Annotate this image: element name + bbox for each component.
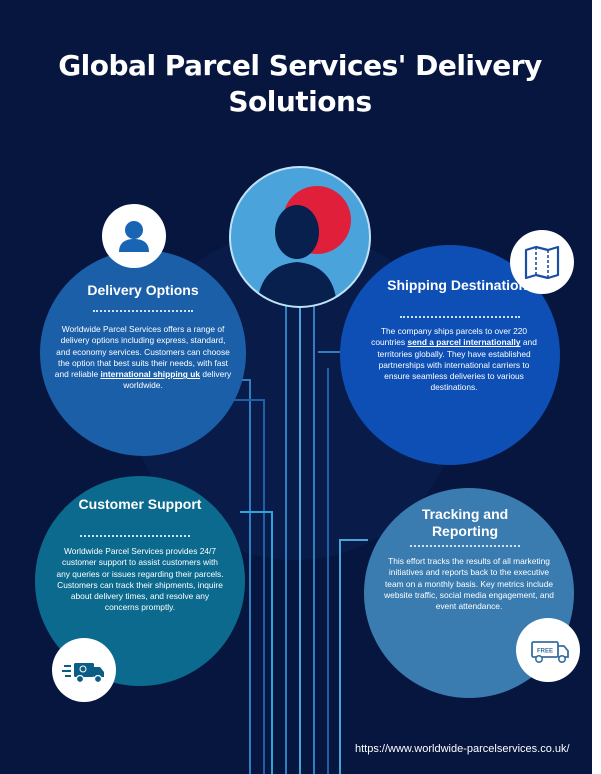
delivery-text: Worldwide Parcel Services offers a range… (54, 324, 230, 380)
shipping-destinations-heading: Shipping Destinations (387, 277, 535, 293)
customer-support-text: Worldwide Parcel Services provides 24/7 … (56, 546, 224, 613)
tracking-reporting-heading: Tracking and Reporting (421, 506, 509, 539)
truck-icon-badge (52, 638, 116, 702)
international-shipping-link[interactable]: international shipping uk (100, 369, 201, 380)
user-icon-badge (102, 204, 166, 268)
shipping-text: The company ships parcels to over 220 co… (371, 326, 528, 348)
dotted-divider (400, 316, 520, 318)
tracking-reporting-text: This effort tracks the results of all ma… (384, 556, 554, 612)
fast-truck-icon (62, 663, 104, 684)
user-icon (119, 221, 149, 252)
dotted-divider (410, 545, 520, 547)
van-label: FREE (537, 649, 553, 655)
page-title: Global Parcel Services' Delivery Solutio… (58, 49, 542, 118)
delivery-text-end: delivery worldwide. (123, 369, 232, 391)
delivery-van-icon: FREE (531, 641, 569, 663)
center-avatar-circle (229, 166, 371, 308)
delivery-options-text: Worldwide Parcel Services offers a range… (54, 324, 232, 392)
map-icon-badge (510, 230, 574, 294)
van-icon-badge: FREE (516, 618, 580, 682)
customer-support-heading: Customer Support (78, 496, 202, 512)
delivery-options-circle (40, 250, 246, 456)
delivery-options-heading: Delivery Options (87, 282, 199, 298)
map-icon (524, 245, 560, 280)
shipping-text-end: and territories globally. They have esta… (377, 337, 537, 393)
send-parcel-link[interactable]: send a parcel internationally (407, 337, 521, 348)
person-silhouette-icon (257, 205, 337, 306)
website-url[interactable]: https://www.worldwide-parcelservices.co.… (355, 743, 570, 755)
dotted-divider (93, 310, 193, 312)
shipping-destinations-text: The company ships parcels to over 220 co… (366, 326, 542, 394)
dotted-divider (80, 535, 190, 537)
